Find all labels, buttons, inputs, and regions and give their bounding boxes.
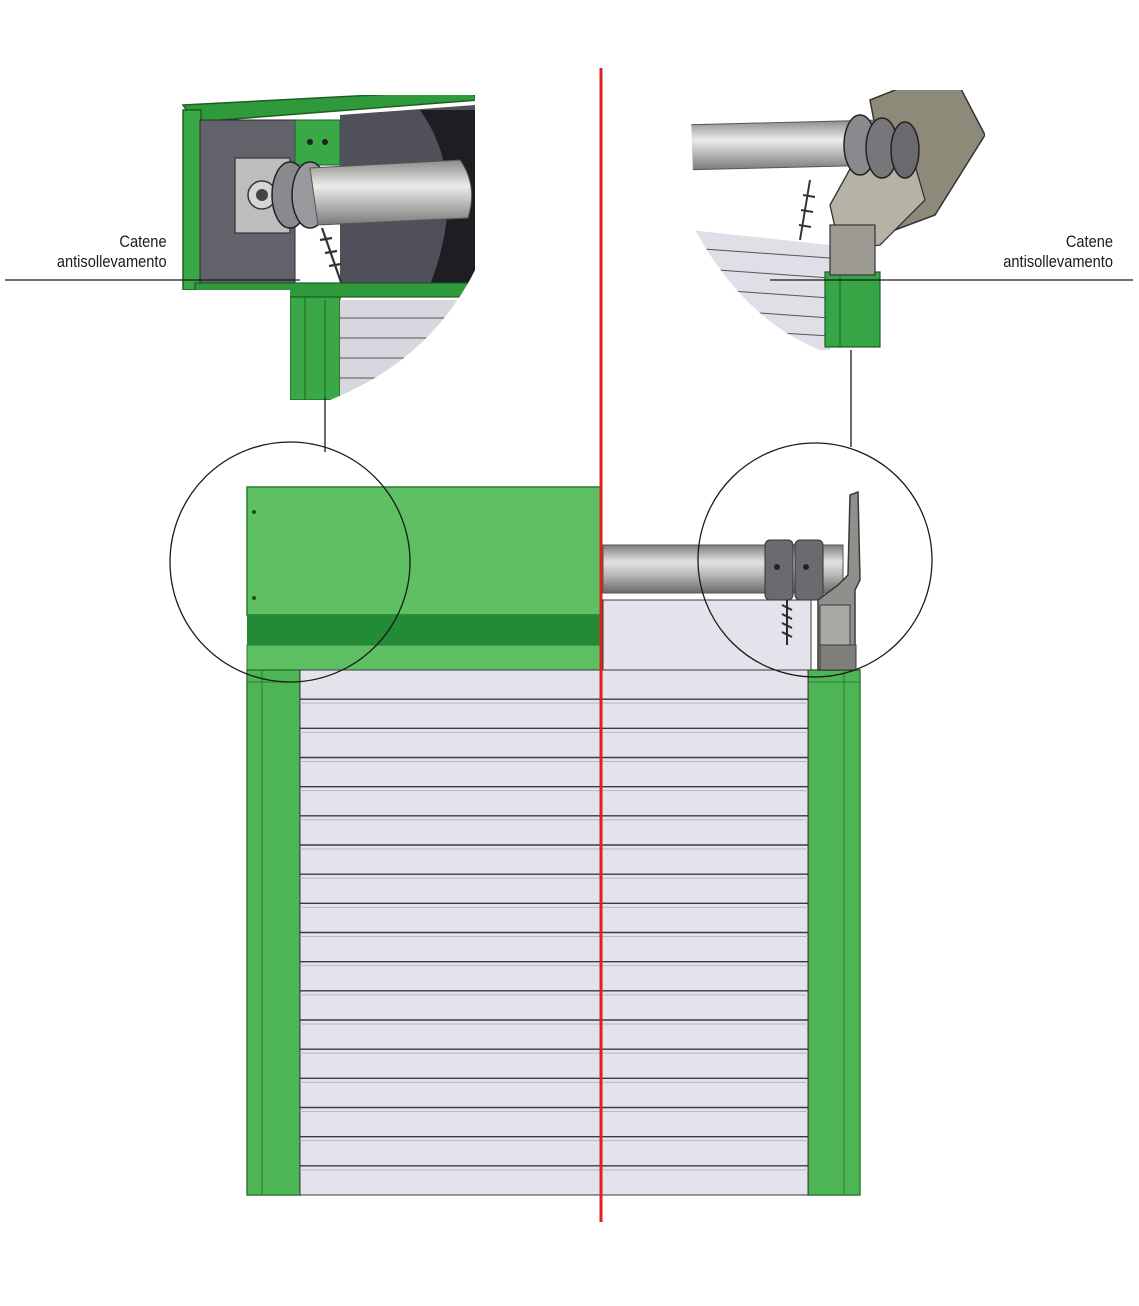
section-view <box>602 490 861 671</box>
drum-left <box>764 539 794 601</box>
drum-right <box>794 539 824 601</box>
detail-circle-left <box>169 441 411 683</box>
callout-label-left-line1: Catene <box>119 232 167 251</box>
callout-label-right-line1: Catene <box>1065 232 1113 251</box>
housing-lower-band <box>246 644 602 671</box>
detail-right <box>690 90 985 350</box>
callout-label-left: Catene antisollevamento <box>57 232 167 272</box>
shutter-main <box>246 486 861 1196</box>
housing-dark-band <box>247 615 601 645</box>
housing-box-front <box>246 486 602 616</box>
slat-lines <box>300 698 808 1171</box>
detail-left <box>180 95 475 400</box>
callout-label-left-line2: antisollevamento <box>57 252 167 271</box>
callout-label-right: Catene antisollevamento <box>984 232 1113 272</box>
right-guide-rail <box>807 669 861 1196</box>
left-guide-rail <box>246 669 301 1196</box>
anti-lift-chain <box>781 600 793 645</box>
callout-label-right-line2: antisollevamento <box>1003 252 1113 271</box>
detail-circle-right <box>697 442 933 678</box>
